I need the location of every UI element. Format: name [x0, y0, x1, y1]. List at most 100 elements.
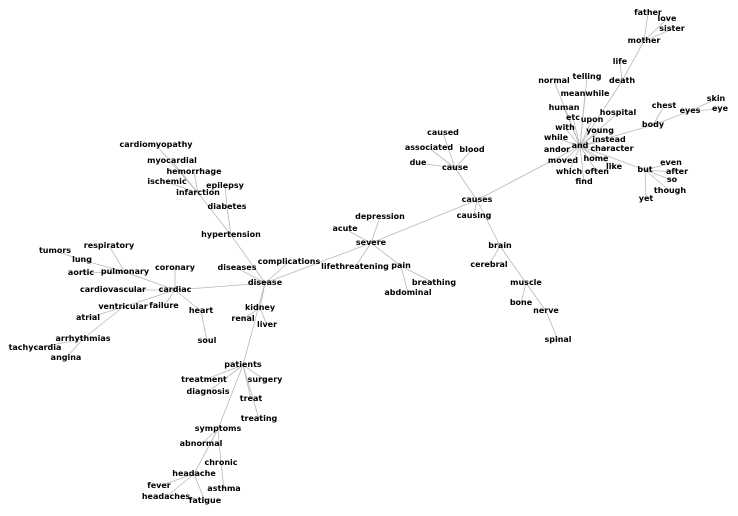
node-character[interactable]: character [590, 144, 634, 153]
node-treatment[interactable]: treatment [181, 375, 227, 384]
node-tachycardia[interactable]: tachycardia [8, 343, 62, 352]
node-kidney[interactable]: kidney [244, 303, 276, 312]
node-failure[interactable]: failure [149, 301, 179, 310]
node-severe[interactable]: severe [355, 238, 387, 247]
node-complications[interactable]: complications [257, 257, 321, 266]
node-mother[interactable]: mother [627, 36, 661, 45]
node-treating[interactable]: treating [240, 414, 278, 423]
node-hemorrhage[interactable]: hemorrhage [166, 167, 222, 176]
node-breathing[interactable]: breathing [411, 278, 457, 287]
node-asthma[interactable]: asthma [207, 484, 241, 493]
node-so[interactable]: so [666, 175, 678, 184]
node-sister[interactable]: sister [659, 24, 685, 33]
node-abdominal[interactable]: abdominal [384, 288, 432, 297]
node-acute[interactable]: acute [332, 224, 358, 233]
node-diagnosis[interactable]: diagnosis [186, 387, 230, 396]
node-telling[interactable]: telling [572, 72, 602, 81]
node-love[interactable]: love [657, 14, 677, 23]
node-brain[interactable]: brain [488, 241, 512, 250]
node-lung[interactable]: lung [72, 255, 92, 264]
node-normal[interactable]: normal [538, 76, 570, 85]
node-soul[interactable]: soul [197, 336, 217, 345]
node-surgery[interactable]: surgery [247, 375, 283, 384]
node-depression[interactable]: depression [355, 212, 405, 221]
node-cardiomyopathy[interactable]: cardiomyopathy [119, 140, 193, 149]
node-father[interactable]: father [634, 8, 662, 17]
node-spinal[interactable]: spinal [544, 335, 572, 344]
node-lifethreatening[interactable]: lifethreatening [321, 262, 389, 271]
node-headache[interactable]: headache [172, 469, 216, 478]
node-instead[interactable]: instead [592, 135, 626, 144]
node-cause[interactable]: cause [441, 163, 469, 172]
node-liver[interactable]: liver [256, 320, 278, 329]
node-cardiac[interactable]: cardiac [158, 285, 192, 294]
node-death[interactable]: death [608, 76, 636, 85]
node-diabetes[interactable]: diabetes [207, 202, 247, 211]
node-yet[interactable]: yet [638, 194, 654, 203]
node-cerebral[interactable]: cerebral [470, 260, 508, 269]
node-ventricular[interactable]: ventricular [98, 302, 148, 311]
node-symptoms[interactable]: symptoms [194, 424, 242, 433]
node-pain[interactable]: pain [391, 261, 411, 270]
node-eye[interactable]: eye [711, 104, 729, 113]
node-moved[interactable]: moved [547, 156, 579, 165]
node-headaches[interactable]: headaches [141, 492, 191, 501]
node-blood[interactable]: blood [459, 145, 485, 154]
node-patients[interactable]: patients [224, 360, 262, 369]
node-but[interactable]: but [637, 165, 653, 174]
node-epilepsy[interactable]: epilepsy [206, 181, 244, 190]
node-fever[interactable]: fever [147, 481, 171, 490]
node-chronic[interactable]: chronic [204, 458, 238, 467]
node-diseases[interactable]: diseases [217, 263, 257, 272]
node-hospital[interactable]: hospital [599, 108, 637, 117]
node-often[interactable]: often [585, 167, 609, 176]
node-body[interactable]: body [641, 120, 665, 129]
node-like[interactable]: like [605, 162, 623, 171]
node-life[interactable]: life [612, 57, 628, 66]
node-skin[interactable]: skin [706, 94, 726, 103]
node-myocardial[interactable]: myocardial [147, 156, 197, 165]
node-young[interactable]: young [586, 126, 614, 135]
node-fatigue[interactable]: fatigue [188, 496, 222, 505]
node-causes[interactable]: causes [461, 195, 493, 204]
node-aortic[interactable]: aortic [67, 268, 95, 277]
node-atrial[interactable]: atrial [75, 313, 101, 322]
node-abnormal[interactable]: abnormal [179, 439, 223, 448]
node-bone[interactable]: bone [509, 298, 533, 307]
node-due[interactable]: due [409, 158, 427, 167]
node-meanwhile[interactable]: meanwhile [560, 89, 610, 98]
node-arrhythmias[interactable]: arrhythmias [55, 334, 111, 343]
node-find[interactable]: find [575, 177, 593, 186]
node-home[interactable]: home [583, 154, 609, 163]
node-human[interactable]: human [548, 103, 580, 112]
node-after[interactable]: after [665, 167, 689, 176]
node-coronary[interactable]: coronary [155, 263, 195, 272]
node-caused[interactable]: caused [427, 128, 459, 137]
node-eyes[interactable]: eyes [679, 106, 701, 115]
node-and[interactable]: and [571, 141, 589, 150]
node-while[interactable]: while [544, 133, 568, 142]
node-even[interactable]: even [660, 158, 682, 167]
node-angina[interactable]: angina [50, 353, 82, 362]
node-muscle[interactable]: muscle [510, 278, 542, 287]
node-infarction[interactable]: infarction [176, 188, 220, 197]
node-with[interactable]: with [555, 123, 575, 132]
node-ischemic[interactable]: ischemic [147, 177, 187, 186]
node-pulmonary[interactable]: pulmonary [100, 267, 150, 276]
node-andor[interactable]: andor [543, 145, 571, 154]
node-associated[interactable]: associated [404, 143, 454, 152]
node-respiratory[interactable]: respiratory [83, 241, 135, 250]
node-causing[interactable]: causing [456, 211, 492, 220]
node-which[interactable]: which [555, 167, 583, 176]
node-cardiovascular[interactable]: cardiovascular [80, 285, 146, 294]
node-though[interactable]: though [653, 186, 687, 195]
node-disease[interactable]: disease [247, 278, 283, 287]
node-treat[interactable]: treat [239, 394, 263, 403]
node-heart[interactable]: heart [188, 306, 214, 315]
node-etc[interactable]: etc [566, 113, 580, 122]
node-nerve[interactable]: nerve [533, 306, 559, 315]
node-tumors[interactable]: tumors [38, 246, 72, 255]
node-hypertension[interactable]: hypertension [201, 230, 261, 239]
node-chest[interactable]: chest [651, 101, 677, 110]
node-renal[interactable]: renal [231, 314, 255, 323]
